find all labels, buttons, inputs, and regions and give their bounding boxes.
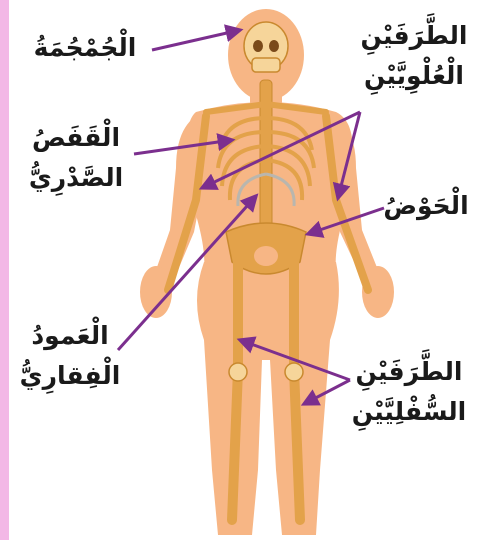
lower-limbs-label-line2: السُّفْلِيَّيْنِ xyxy=(344,392,474,432)
rib-cage-label: الْقَفَصُ الصَّدْرِيُّ xyxy=(20,118,132,198)
skeleton-bones xyxy=(168,22,368,520)
pelvis-label: الْحَوْضُ xyxy=(378,186,474,226)
spine-label: الْعَمودُ الْفِقارِيُّ xyxy=(14,316,126,396)
skull-arrow xyxy=(152,30,240,50)
spine-label-line1: الْعَمودُ xyxy=(14,316,126,356)
lower-limbs-label: الطَّرَفَيْنِ السُّفْلِيَّيْنِ xyxy=(344,352,474,432)
upper-limbs-label: الطَّرَفَيْنِ الْعُلْوِيَّيْنِ xyxy=(354,16,474,96)
spine-label-line2: الْفِقارِيُّ xyxy=(14,356,126,396)
rib-cage-label-line2: الصَّدْرِيُّ xyxy=(20,158,132,198)
upper-limbs-label-line2: الْعُلْوِيَّيْنِ xyxy=(354,56,474,96)
pelvis-label-text: الْحَوْضُ xyxy=(378,186,474,226)
lower-limbs-label-line1: الطَّرَفَيْنِ xyxy=(344,352,474,392)
skull-label-text: الْجُمْجُمَةُ xyxy=(14,28,156,68)
upper-limbs-label-line1: الطَّرَفَيْنِ xyxy=(354,16,474,56)
rib-cage-label-line1: الْقَفَصُ xyxy=(20,118,132,158)
skull-label: الْجُمْجُمَةُ xyxy=(14,28,156,68)
